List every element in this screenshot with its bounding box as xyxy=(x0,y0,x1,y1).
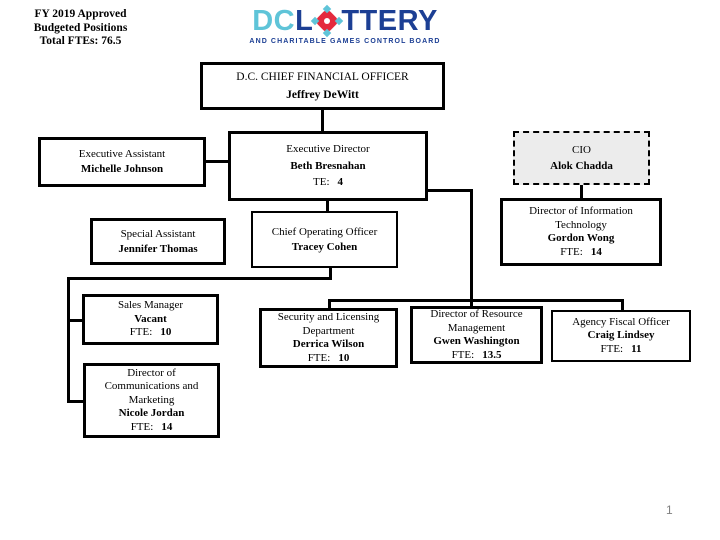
node-fte: FTE:10 xyxy=(307,351,350,364)
org-node-special-assistant: Special Assistant Jennifer Thomas xyxy=(90,218,226,265)
node-title: Director of Communications and Marketing xyxy=(104,366,199,406)
logo-dc-text: DC xyxy=(252,5,296,37)
connector-stub-communications xyxy=(67,400,83,403)
logo-wordmark: DC L TTERY xyxy=(240,4,450,38)
node-name: Michelle Johnson xyxy=(80,163,164,175)
org-node-executive-director: Executive Director Beth Bresnahan TE:4 xyxy=(228,131,428,201)
org-node-cio: CIO Alok Chadda xyxy=(513,131,650,185)
node-fte: FTE:10 xyxy=(129,326,172,339)
logo-subtitle: AND CHARITABLE GAMES CONTROL BOARD xyxy=(249,38,441,45)
node-title: Special Assistant xyxy=(120,227,196,240)
node-name: Gwen Washington xyxy=(433,335,520,347)
connector-ea-ed xyxy=(206,160,228,163)
node-title: D.C. CHIEF FINANCIAL OFFICER xyxy=(236,71,409,83)
node-title: Sales Manager xyxy=(117,299,184,312)
node-title: Director of Resource Management xyxy=(430,308,523,334)
connector-lower-row-horizontal xyxy=(328,299,624,302)
node-name: Gordon Wong xyxy=(547,232,615,244)
page-number: 1 xyxy=(666,503,673,517)
budget-info-line: Budgeted Positions xyxy=(33,21,128,34)
connector-right-vertical xyxy=(470,189,473,306)
logo-ttery-text: TTERY xyxy=(341,5,438,37)
node-title: Executive Director xyxy=(286,143,370,156)
node-fte: FTE:11 xyxy=(600,342,642,355)
node-title: Director of Information Technology xyxy=(529,205,633,231)
connector-left-horizontal xyxy=(67,277,332,280)
node-name: Jennifer Thomas xyxy=(118,242,198,255)
org-node-director-communications: Director of Communications and Marketing… xyxy=(83,363,220,438)
connector-ed-coo xyxy=(326,201,329,211)
node-name: Vacant xyxy=(134,312,167,325)
org-node-director-it: Director of Information Technology Gordo… xyxy=(500,198,662,266)
connector-left-vertical xyxy=(67,277,70,403)
logo-l-text: L xyxy=(295,5,314,37)
connector-drop-security xyxy=(328,299,331,308)
org-node-security-licensing: Security and Licensing Department Derric… xyxy=(259,308,398,368)
node-name: Jeffrey DeWitt xyxy=(286,89,359,101)
node-title: Security and Licensing Department xyxy=(277,311,380,337)
blossom-icon xyxy=(311,4,344,38)
org-node-cfo: D.C. CHIEF FINANCIAL OFFICER Jeffrey DeW… xyxy=(200,62,445,110)
node-fte: FTE:13.5 xyxy=(451,348,502,361)
connector-cio-it xyxy=(580,185,583,198)
org-node-executive-assistant: Executive Assistant Michelle Johnson xyxy=(38,137,206,187)
connector-cfo-ed xyxy=(321,110,324,131)
org-node-coo: Chief Operating Officer Tracey Cohen xyxy=(251,211,398,268)
node-name: Beth Bresnahan xyxy=(290,159,366,172)
budget-info-line: Total FTEs: 76.5 xyxy=(39,35,122,47)
node-name: Tracey Cohen xyxy=(291,240,358,253)
budget-info-line: FY 2019 Approved xyxy=(34,8,127,20)
connector-stub-sales xyxy=(67,319,82,322)
node-fte: FTE:14 xyxy=(130,420,173,433)
node-title: Agency Fiscal Officer xyxy=(572,315,670,328)
node-name: Alok Chadda xyxy=(550,160,613,172)
org-node-sales-manager: Sales Manager Vacant FTE:10 xyxy=(82,294,219,345)
node-fte: TE:4 xyxy=(313,176,343,189)
connector-coo-down xyxy=(329,268,332,280)
node-name: Nicole Jordan xyxy=(118,407,185,420)
node-name: Craig Lindsey xyxy=(587,329,655,342)
node-title: Executive Assistant xyxy=(78,148,166,160)
budget-info: FY 2019 Approved Budgeted Positions Tota… xyxy=(18,8,143,49)
connector-ed-right-stub xyxy=(428,189,473,192)
org-node-agency-fiscal-officer: Agency Fiscal Officer Craig Lindsey FTE:… xyxy=(551,310,691,362)
node-fte: FTE:14 xyxy=(560,245,602,258)
dc-lottery-logo: DC L TTERY AND CHARITABLE GAMES CONTROL … xyxy=(240,4,450,45)
org-node-resource-management: Director of Resource Management Gwen Was… xyxy=(410,306,543,364)
node-title: CIO xyxy=(572,144,591,156)
node-title: Chief Operating Officer xyxy=(271,225,378,238)
node-name: Derrica Wilson xyxy=(292,338,365,350)
connector-drop-agency xyxy=(621,299,624,310)
